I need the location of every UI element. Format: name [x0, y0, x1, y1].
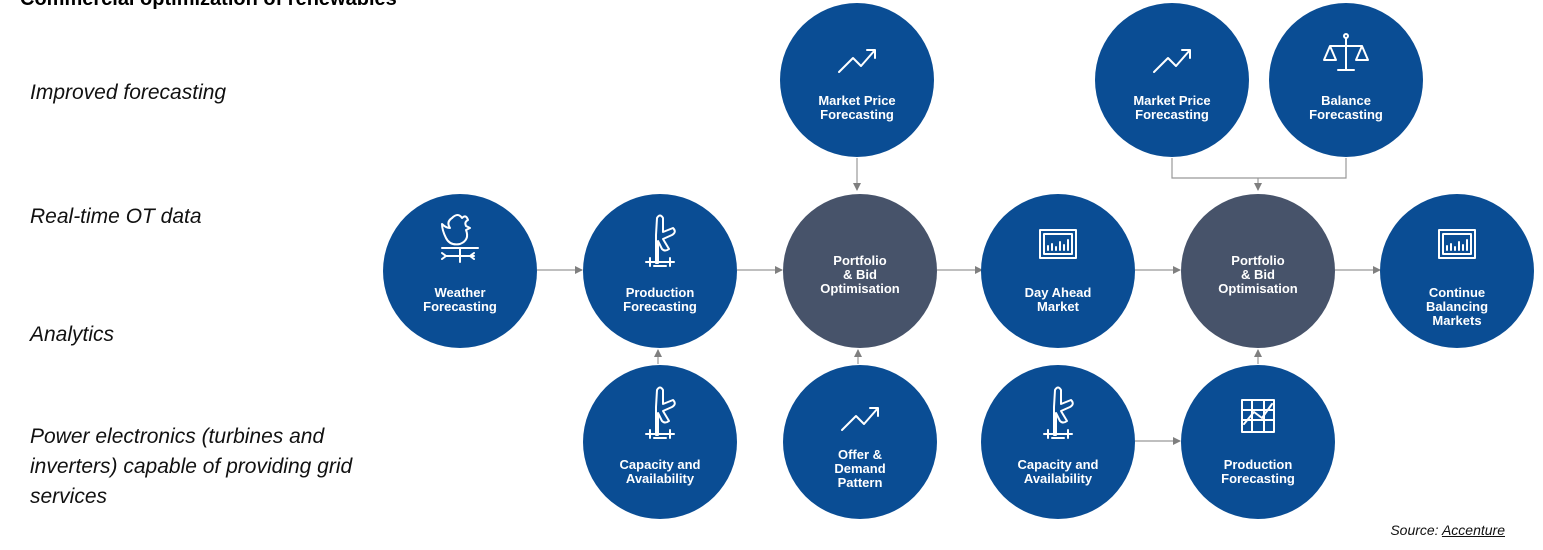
- node-market-price-forecasting-2: [1095, 3, 1249, 157]
- trend-up-icon: [1153, 49, 1191, 73]
- connector-mpf2-bal: [1171, 158, 1347, 179]
- node-production-forecasting: [583, 194, 737, 348]
- wind-turbine-icon: [645, 214, 676, 267]
- bar-chart-monitor-icon: [1039, 229, 1077, 259]
- side-label-analytics: Analytics: [30, 323, 115, 346]
- node-capacity-availability-1: [583, 365, 737, 519]
- node-portfolio-bid-optimisation-1: [783, 194, 937, 348]
- node-day-ahead-market: [981, 194, 1135, 348]
- side-label-ot-data: Real-time OT data: [30, 205, 202, 228]
- trend-up-icon: [838, 49, 876, 73]
- node-market-price-forecasting-1: [780, 3, 934, 157]
- trend-up-icon: [841, 407, 879, 431]
- source-link[interactable]: Accenture: [1441, 522, 1505, 538]
- side-label-forecasting: Improved forecasting: [30, 81, 227, 104]
- bar-chart-monitor-icon: [1438, 229, 1476, 259]
- side-label-power-electronics: Power electronics (turbines and inverter…: [30, 425, 353, 508]
- node-weather-forecasting: [383, 194, 537, 348]
- source-note: Source: Accenture: [1390, 522, 1505, 538]
- node-capacity-availability-2: [981, 365, 1135, 519]
- node-offer-demand-pattern: [783, 365, 937, 519]
- scales-icon: [1323, 33, 1369, 71]
- weathervane-rooster-icon: [441, 214, 479, 263]
- wind-turbine-icon: [1043, 386, 1074, 439]
- source-prefix: Source:: [1390, 522, 1442, 538]
- wind-turbine-icon: [645, 386, 676, 439]
- node-continue-balancing-markets: [1380, 194, 1534, 348]
- node-production-forecasting-2: [1181, 365, 1335, 519]
- page-title: Commercial optimization of renewables: [20, 0, 397, 11]
- node-balance-forecasting: [1269, 3, 1423, 157]
- grid-chart-icon: [1241, 399, 1275, 433]
- node-portfolio-bid-optimisation-2: [1181, 194, 1335, 348]
